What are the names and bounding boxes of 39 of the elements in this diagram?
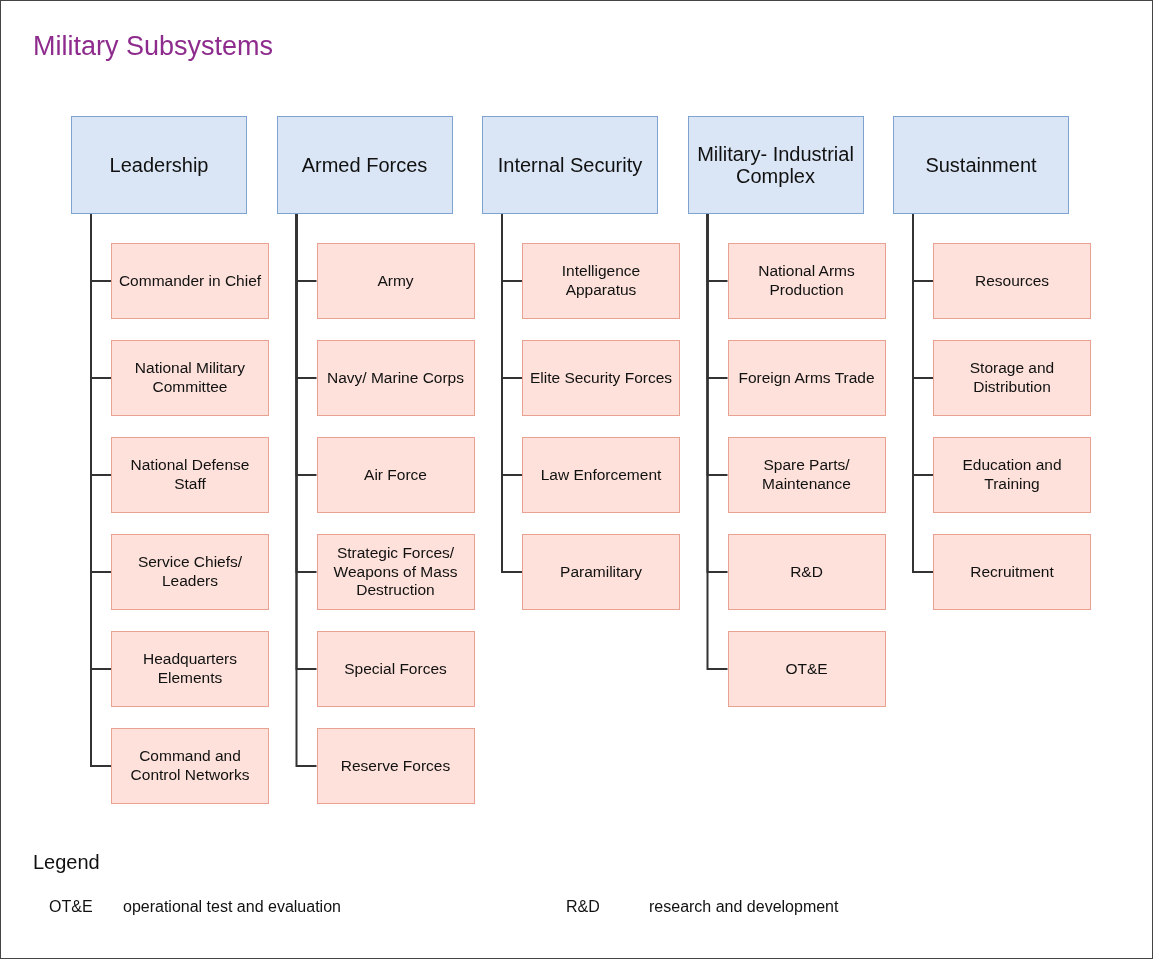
subsystem-box: R&D (727, 534, 886, 610)
abbreviation: R&D (566, 898, 600, 916)
subsystem-box: Elite Security Forces (522, 340, 680, 416)
category-box: Sustainment (893, 116, 1069, 214)
connector-line (501, 213, 523, 573)
connector-line (912, 213, 934, 573)
category-box: Leadership (71, 116, 247, 214)
legend-heading: Legend (33, 851, 100, 874)
subsystem-box: Intelligence Apparatus (522, 243, 680, 319)
connector-line (706, 213, 729, 670)
subsystem-box: Army (316, 243, 475, 319)
subsystem-box: Headquarters Elements (111, 631, 269, 707)
subsystem-box: Resources (933, 243, 1091, 319)
subsystem-box: Commander in Chief (111, 243, 269, 319)
subsystem-box: OT&E (727, 631, 886, 707)
subsystem-box: Special Forces (316, 631, 475, 707)
subsystem-box: Service Chiefs/ Leaders (111, 534, 269, 610)
subsystem-box: Foreign Arms Trade (727, 340, 886, 416)
category-box: Military- Industrial Complex (687, 116, 864, 214)
subsystem-box: Command and Control Networks (111, 728, 269, 804)
subsystem-box: Recruitment (933, 534, 1091, 610)
subsystem-box: Strategic Forces/ Weapons of Mass Destruction (316, 534, 475, 610)
diagram-title: Military Subsystems (33, 31, 274, 62)
subsystem-box: Storage and Distribution (933, 340, 1091, 416)
subsystem-box: Reserve Forces (316, 728, 475, 804)
subsystem-box: Law Enforcement (522, 437, 680, 513)
subsystem-box: National Arms Production (727, 243, 886, 319)
subsystem-box: Navy/ Marine Corps (316, 340, 475, 416)
abbreviation: OT&E (49, 898, 93, 916)
subsystem-box: National Military Committee (111, 340, 269, 416)
subsystem-box: Education and Training (933, 437, 1091, 513)
subsystem-box: Spare Parts/ Maintenance (727, 437, 886, 513)
subsystem-box: National Defense Staff (111, 437, 269, 513)
subsystem-box: Air Force (316, 437, 475, 513)
abbreviation-definition: operational test and evaluation (123, 898, 341, 916)
category-box: Internal Security (482, 116, 658, 214)
subsystem-box: Paramilitary (522, 534, 680, 610)
abbreviation-definition: research and development (649, 898, 839, 916)
category-box: Armed Forces (276, 116, 453, 214)
